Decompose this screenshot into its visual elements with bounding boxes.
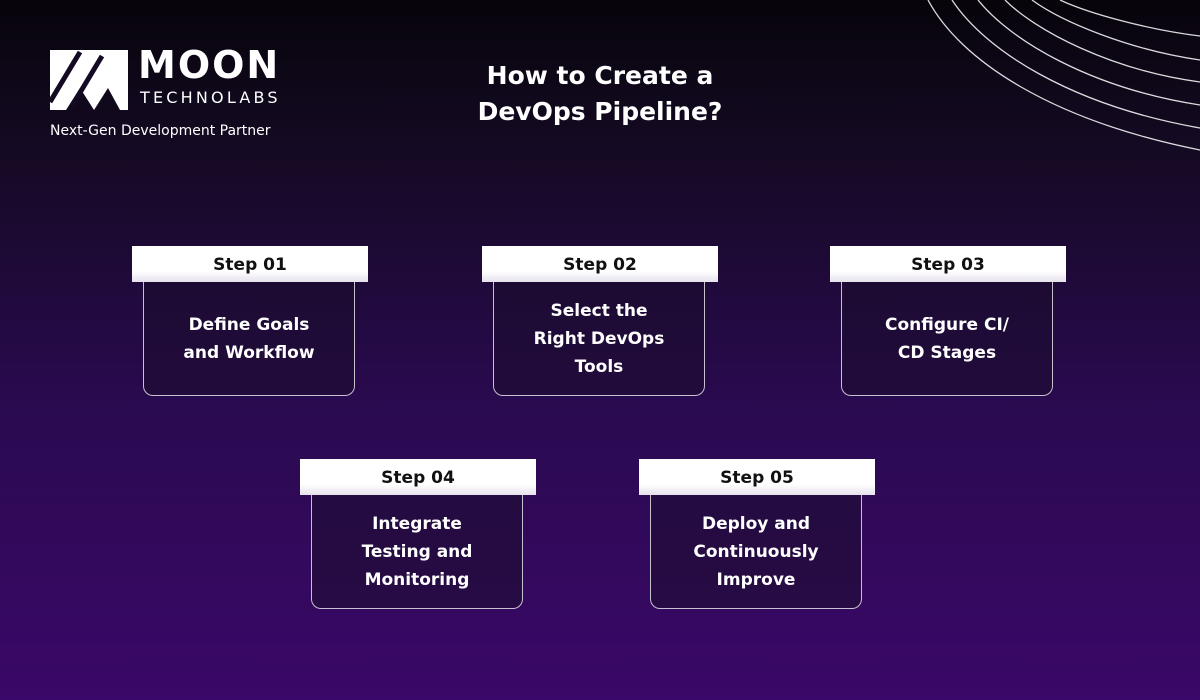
brand-subtitle: TECHNOLABS <box>140 88 281 107</box>
step-box: Configure CI/ CD Stages <box>841 282 1053 396</box>
step-card-2: Step 02 Select the Right DevOps Tools <box>482 246 718 398</box>
step-label: Step 03 <box>830 246 1066 282</box>
step-card-5: Step 05 Deploy and Continuously Improve <box>639 459 875 611</box>
step-label: Step 05 <box>639 459 875 495</box>
step-box: Select the Right DevOps Tools <box>493 282 705 396</box>
step-text: Deploy and Continuously Improve <box>693 513 819 590</box>
moon-logo-icon <box>50 50 128 110</box>
step-label: Step 04 <box>300 459 536 495</box>
step-text: Integrate Testing and Monitoring <box>361 513 473 590</box>
step-box: Define Goals and Workflow <box>143 282 355 396</box>
brand-logo: MOON TECHNOLABS Next-Gen Development Par… <box>50 44 330 148</box>
step-card-4: Step 04 Integrate Testing and Monitoring <box>300 459 536 611</box>
step-card-1: Step 01 Define Goals and Workflow <box>132 246 368 398</box>
brand-name: MOON <box>138 43 281 87</box>
step-box: Deploy and Continuously Improve <box>650 495 862 609</box>
step-card-3: Step 03 Configure CI/ CD Stages <box>830 246 1066 398</box>
page-title: How to Create a DevOps Pipeline? <box>477 61 723 126</box>
step-box: Integrate Testing and Monitoring <box>311 495 523 609</box>
step-label: Step 01 <box>132 246 368 282</box>
brand-tagline: Next-Gen Development Partner <box>50 123 271 139</box>
step-text: Define Goals and Workflow <box>183 314 315 363</box>
step-label: Step 02 <box>482 246 718 282</box>
step-text: Select the Right DevOps Tools <box>533 300 665 377</box>
step-text: Configure CI/ CD Stages <box>885 314 1009 363</box>
